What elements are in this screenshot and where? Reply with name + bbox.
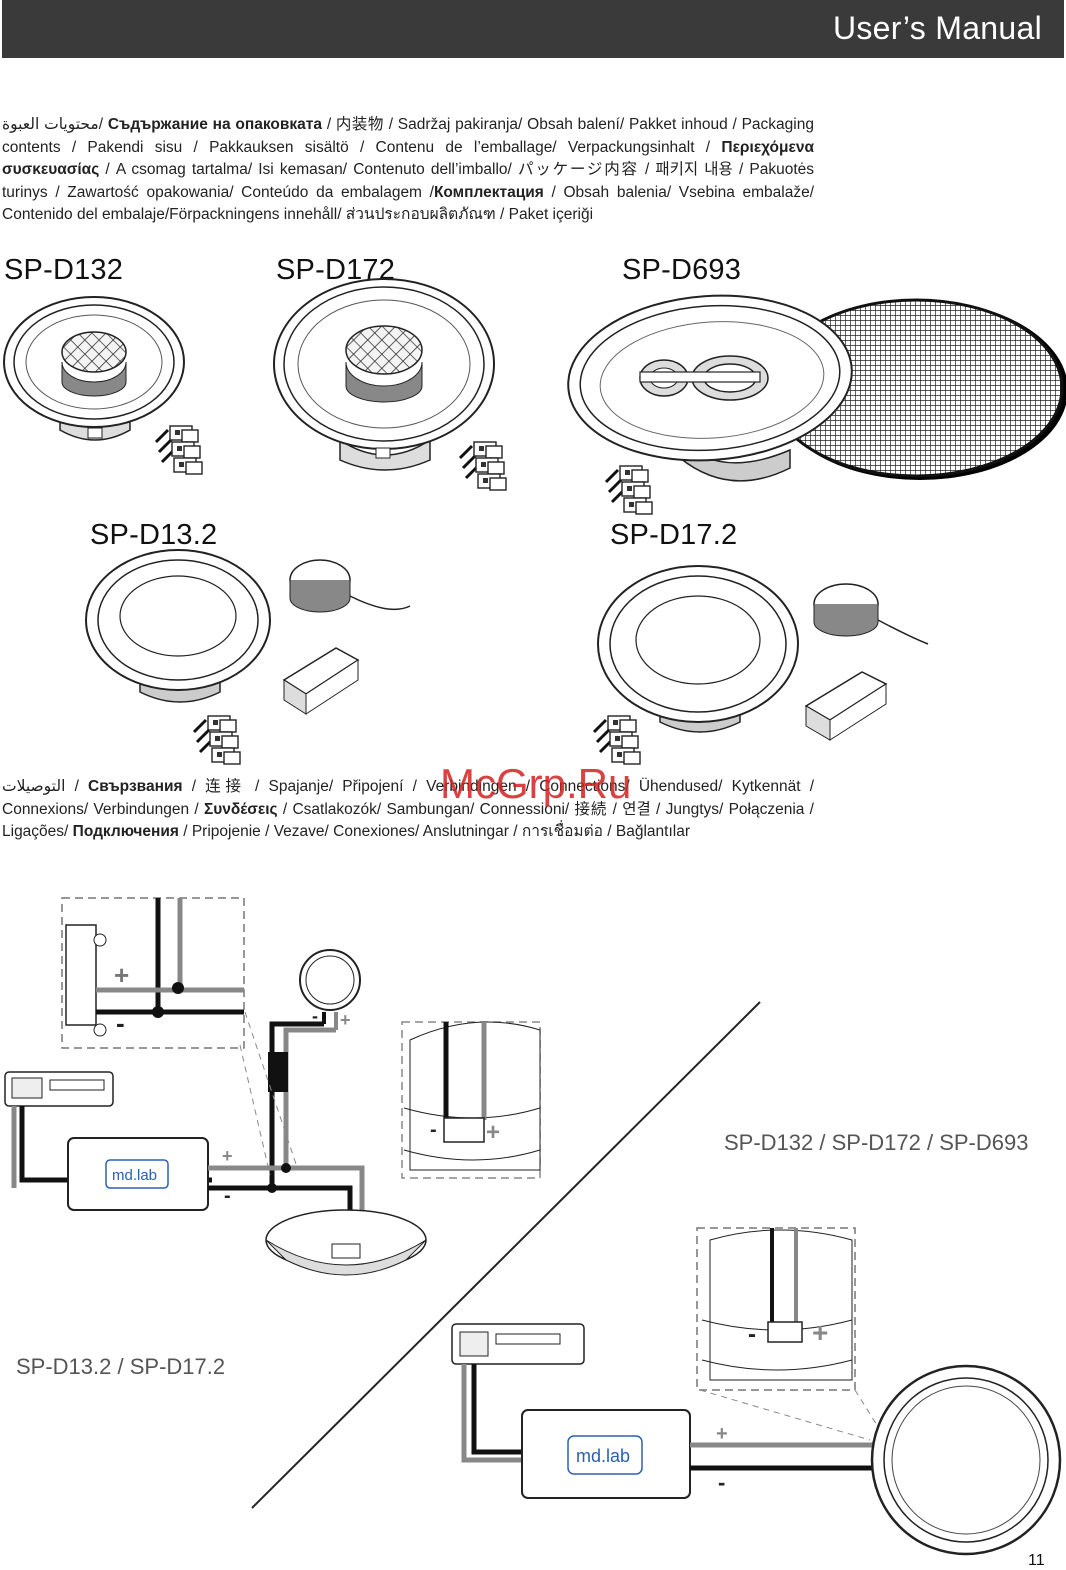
amp-logo-1: md.lab (112, 1167, 157, 1184)
page-number: 11 (1028, 1552, 1045, 1569)
packaging-contents-heading: محتويات العبوة/ Съдържание на опаковката… (2, 116, 815, 223)
svg-text:+: + (222, 1146, 233, 1166)
coaxial-diagram-label: SP-D132 / SP-D172 / SP-D693 (724, 1130, 1029, 1155)
contents-text-bold-ru: Комплектация (433, 183, 544, 201)
connections-text-bold-gr: Συνδέσεις (203, 800, 278, 818)
svg-text:+: + (486, 1119, 500, 1146)
header-bar: User’s Manual (2, 0, 1064, 58)
svg-text:-: - (430, 1119, 437, 1141)
connections-text-0: التوصيلات (2, 778, 66, 795)
speaker-sp-d132 (3, 296, 204, 476)
amp-logo-2: md.lab (576, 1446, 630, 1466)
model-label-sp-d132: SP-D132 (4, 254, 124, 286)
svg-text:+: + (340, 1010, 351, 1030)
model-label-sp-d693: SP-D693 (622, 254, 742, 286)
svg-text:-: - (748, 1321, 756, 1348)
component-wiring-diagram: + - - + md.lab + - (4, 897, 541, 1276)
contents-text-bold-gr: Περιεχόμενα συσκευασίας (2, 138, 814, 179)
connections-heading: التوصيلات / Свързвания / 连接 / Spajanje/ … (2, 778, 815, 840)
model-label-sp-d13-2: SP-D13.2 (90, 519, 218, 551)
watermark: McGrp.Ru (440, 760, 632, 807)
contents-text-bold-bg: Съдържание на опаковката (107, 116, 323, 133)
speaker-sp-d17-2 (592, 565, 929, 766)
speaker-sp-d13-2 (85, 549, 411, 766)
connections-text-bold-ru: Подключения (72, 823, 179, 840)
speaker-sp-d693 (567, 294, 1066, 516)
svg-text:-: - (312, 1006, 318, 1026)
page-title: User’s Manual (832, 10, 1042, 46)
svg-text:+: + (114, 960, 129, 990)
contents-text-0: محتويات العبوة (2, 116, 99, 133)
model-label-sp-d17-2: SP-D17.2 (610, 519, 738, 551)
svg-text:-: - (116, 1008, 125, 1038)
diagram-divider (251, 1001, 761, 1509)
connections-text-bold-bg: Свързвания (88, 778, 183, 795)
svg-text:-: - (224, 1185, 231, 1207)
component-diagram-label: SP-D13.2 / SP-D17.2 (16, 1354, 226, 1379)
svg-text:+: + (716, 1423, 728, 1445)
coaxial-wiring-diagram: - + md.lab + - (451, 1227, 1062, 1556)
svg-text:+: + (812, 1317, 828, 1348)
speaker-sp-d172 (273, 278, 508, 492)
svg-text:-: - (718, 1470, 725, 1495)
